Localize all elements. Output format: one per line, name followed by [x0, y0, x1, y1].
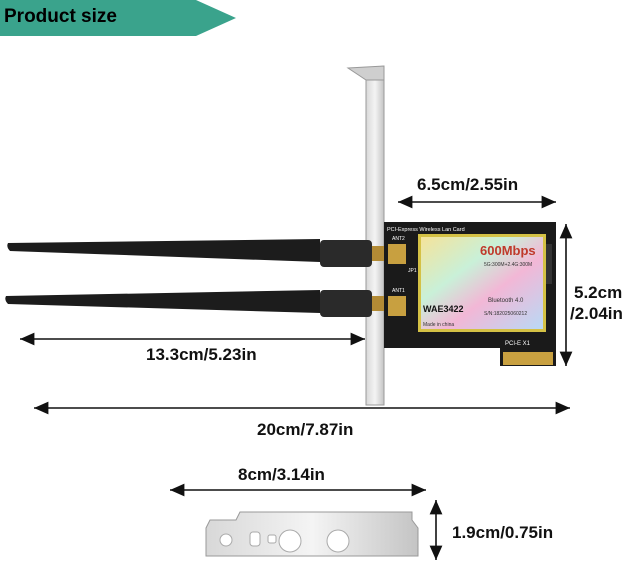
- total-length-label: 20cm/7.87in: [257, 420, 354, 439]
- card-ant-label-1: ANT2: [392, 236, 405, 242]
- card-ant-label-2: ANT1: [392, 288, 405, 294]
- antenna-top: [7, 239, 384, 267]
- full-height-bracket: [346, 65, 385, 406]
- wifi-card: [384, 222, 556, 366]
- bracket-height-label: 1.9cm/0.75in: [452, 523, 554, 542]
- banner: [0, 0, 236, 36]
- card-band-text: 5G:300M+2.4G:300M: [484, 262, 532, 268]
- banner-title: Product size: [4, 6, 117, 27]
- card-header-text: PCI-Express Wireless Lan Card: [387, 227, 465, 233]
- antenna-bottom: [5, 290, 384, 317]
- card-width-label: 6.5cm/2.55in: [417, 175, 519, 194]
- gold-fingers: [503, 352, 553, 365]
- card-speed-text: 600Mbps: [480, 243, 536, 258]
- card-bluetooth-text: Bluetooth 4.0: [488, 298, 524, 304]
- card-model-text: WAE3422: [423, 304, 464, 314]
- card-serial-text: S/N:182025060212: [484, 311, 527, 317]
- card-height-cm-label: 5.2cm: [574, 283, 623, 302]
- antenna-length-label: 13.3cm/5.23in: [146, 345, 257, 364]
- low-profile-bracket: [205, 511, 419, 557]
- card-height-in-label: /2.04in: [570, 304, 623, 323]
- card-jp-label: JP1: [408, 268, 417, 274]
- card-slot-text: PCI-E X1: [505, 341, 531, 347]
- card-made-text: Made in china: [423, 322, 454, 328]
- bracket-width-label: 8cm/3.14in: [238, 465, 325, 484]
